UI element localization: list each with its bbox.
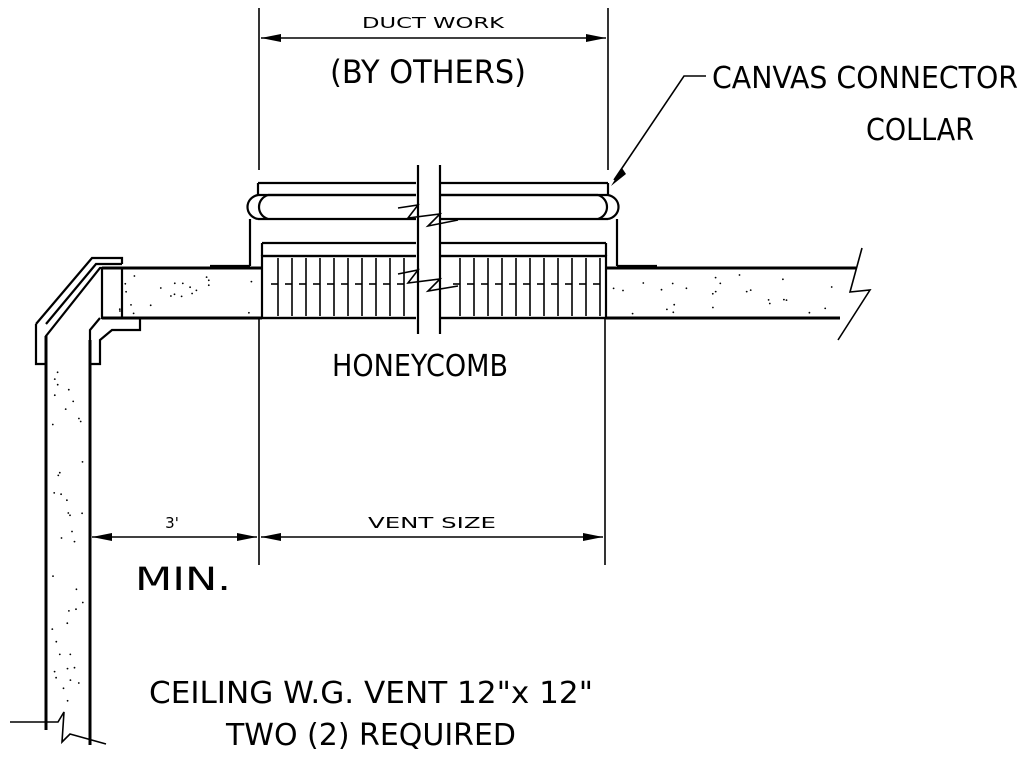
- min-label: MIN.: [135, 560, 231, 598]
- vent-title: CEILING W.G. VENT 12"x 12": [149, 676, 593, 711]
- concrete-texture: [51, 274, 833, 702]
- honeycomb-label: HONEYCOMB: [332, 349, 508, 384]
- duct-work-dimension: [258, 8, 609, 170]
- duct-break-symbol: [397, 165, 459, 334]
- collar-label: COLLAR: [866, 113, 974, 148]
- required-count-label: TWO (2) REQUIRED: [225, 718, 516, 753]
- by-others-label: (BY OTHERS): [330, 53, 526, 91]
- wall-trim-bracket: [34, 256, 142, 366]
- ceiling-panel: [102, 247, 872, 341]
- duct-work-label: DUCT WORK: [362, 14, 506, 32]
- min-dimension-value: 3': [165, 514, 179, 532]
- canvas-connector-leader: [611, 75, 706, 186]
- wall: [10, 336, 107, 745]
- vent-size-label: VENT SIZE: [368, 514, 496, 532]
- canvas-connector-label: CANVAS CONNECTOR: [712, 61, 1018, 96]
- bottom-dimensions: [92, 318, 606, 565]
